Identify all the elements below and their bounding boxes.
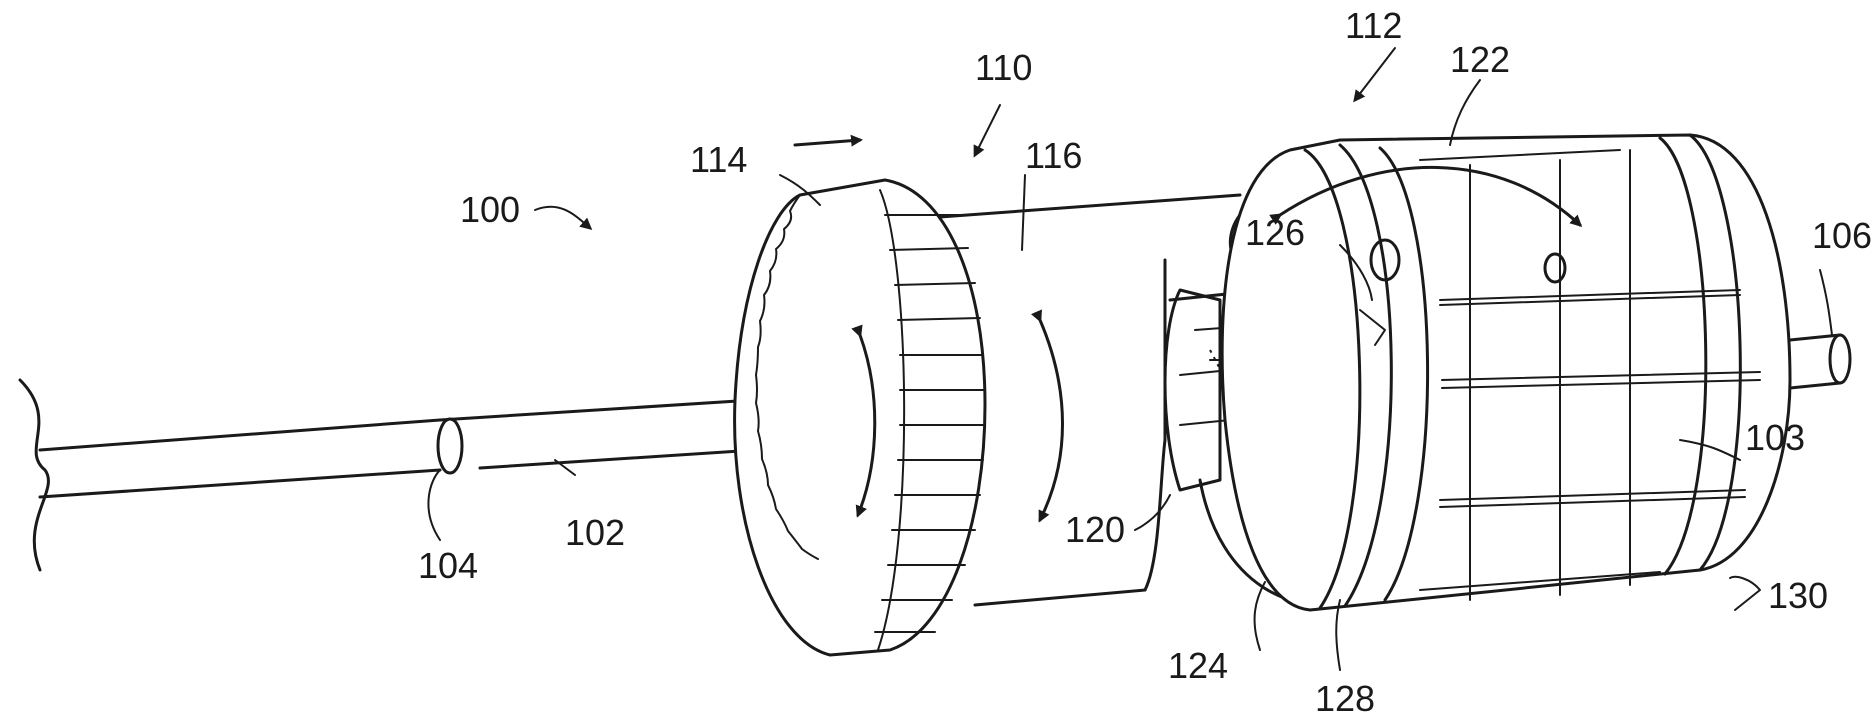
label-110: 110 — [975, 47, 1032, 88]
label-104: 104 — [418, 545, 478, 586]
label-124: 124 — [1168, 645, 1228, 686]
translation-arrow — [795, 140, 860, 145]
label-120: 120 — [1065, 509, 1125, 550]
label-102: 102 — [565, 512, 625, 553]
label-126: 126 — [1245, 212, 1305, 253]
proximal-shaft — [20, 380, 844, 570]
label-112: 112 — [1345, 5, 1402, 46]
label-130: 130 — [1768, 575, 1828, 616]
label-106: 106 — [1812, 215, 1872, 256]
label-128: 128 — [1315, 678, 1375, 719]
label-114: 114 — [690, 139, 747, 180]
rotating-knob — [735, 180, 985, 655]
label-100: 100 — [460, 189, 520, 230]
label-103: 103 — [1745, 417, 1805, 458]
label-116: 116 — [1025, 135, 1082, 176]
outer-housing — [1222, 135, 1790, 610]
label-122: 122 — [1450, 39, 1510, 80]
distal-shaft — [1790, 335, 1850, 388]
